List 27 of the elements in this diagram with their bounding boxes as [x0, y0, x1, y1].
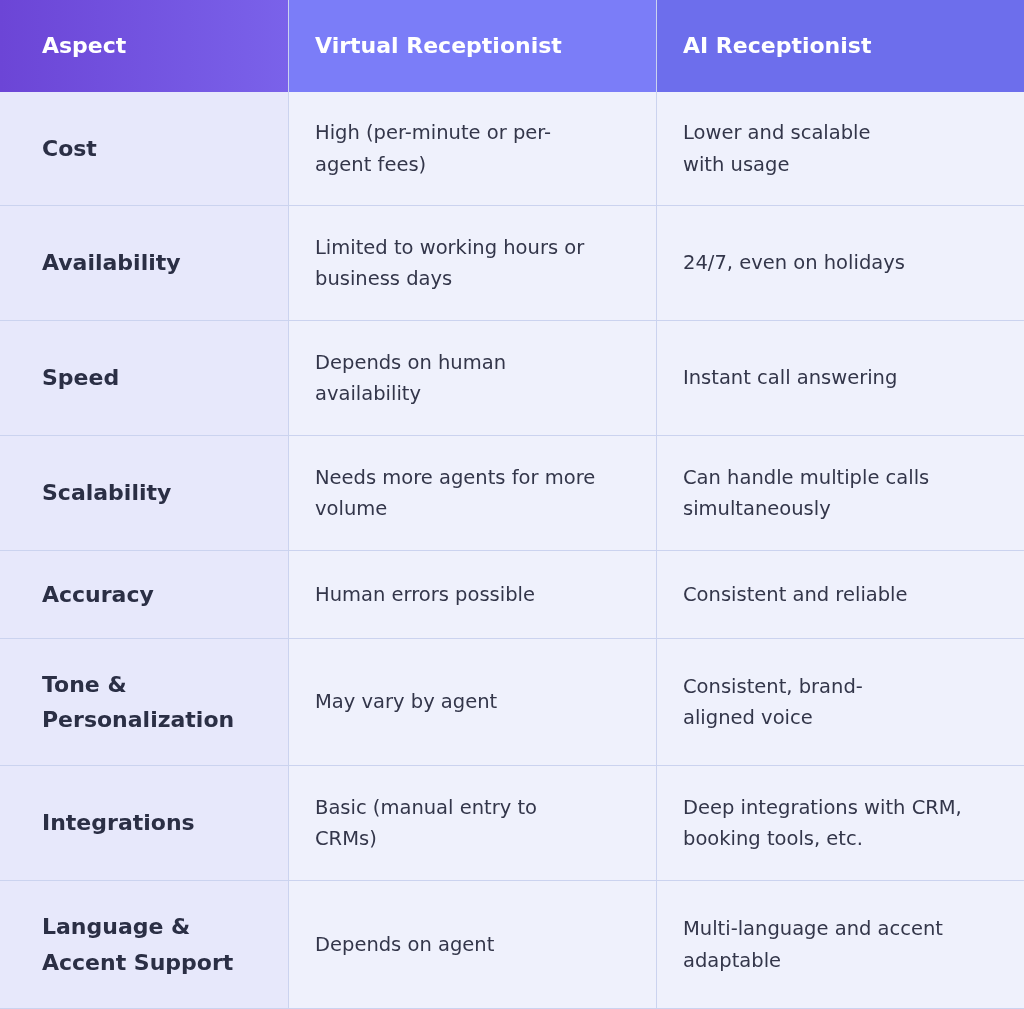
- row-header: Accuracy: [42, 580, 154, 609]
- cell-text: Instant call answering: [683, 365, 898, 392]
- cell-text: Human errors possible: [315, 581, 535, 608]
- column-header: Virtual Receptionist: [315, 32, 562, 61]
- column-header: Aspect: [42, 32, 127, 61]
- cell-text: Needs more agents for more volume: [315, 464, 597, 522]
- cell-text: Basic (manual entry to CRMs): [315, 794, 538, 852]
- column-header: AI Receptionist: [683, 32, 872, 61]
- row-header: Tone & Personalization: [42, 670, 236, 734]
- row-header: Speed: [42, 364, 120, 393]
- cell-text: Can handle multiple calls simultaneously: [683, 464, 931, 522]
- cell-text: Limited to working hours or business days: [315, 234, 586, 292]
- cell-text: 24/7, even on holidays: [683, 250, 905, 277]
- cell-text: Depends on human availability: [315, 349, 507, 407]
- row-header: Scalability: [42, 479, 172, 508]
- row-header: Language & Accent Support: [42, 913, 235, 977]
- cell-text: Deep integrations with CRM, booking tools, etc.: [683, 794, 963, 852]
- cell-text: Consistent, brand-aligned voice: [683, 673, 864, 731]
- cell-text: Depends on agent: [315, 931, 495, 958]
- row-header: Availability: [42, 249, 181, 278]
- row-header: Integrations: [42, 809, 195, 838]
- cell-text: May vary by agent: [315, 689, 498, 716]
- cell-text: High (per-minute or per-agent fees): [315, 120, 553, 178]
- cell-text: Lower and scalable with usage: [683, 120, 872, 178]
- row-header: Cost: [42, 134, 97, 163]
- cell-text: Consistent and reliable: [683, 581, 908, 608]
- cell-text: Multi-language and accent adaptable: [683, 916, 943, 974]
